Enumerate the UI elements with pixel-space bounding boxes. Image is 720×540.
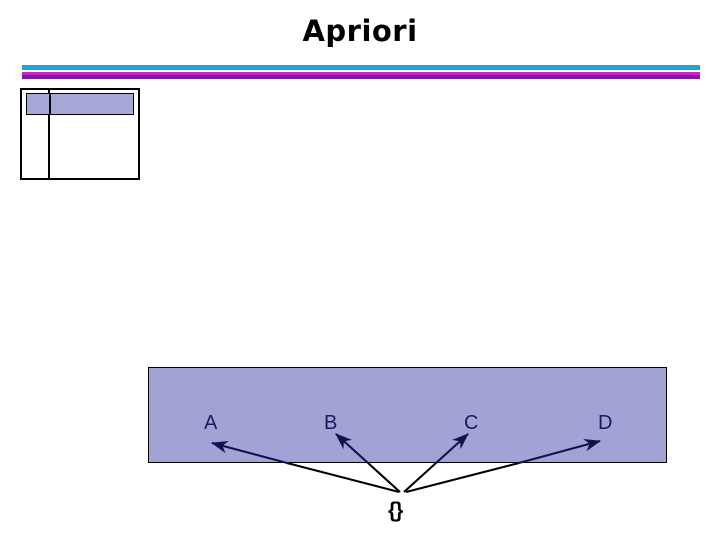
magenta-divider-rule (22, 72, 700, 75)
lattice-item-d: D (598, 412, 613, 434)
table-header-row (26, 93, 134, 115)
lattice-level-band (148, 367, 667, 463)
empty-set-root-node: {} (388, 499, 403, 522)
teal-divider-rule (22, 65, 700, 70)
title-divider-rules (22, 65, 700, 79)
lattice-item-a: A (204, 412, 218, 434)
lattice-item-c: C (464, 412, 479, 434)
lattice-item-b: B (324, 412, 338, 434)
table-column-divider (48, 90, 50, 178)
page-title: Apriori (302, 14, 418, 48)
transaction-table (20, 88, 140, 180)
purple-divider-rule (22, 75, 700, 79)
table-header-column-divider (49, 94, 51, 114)
